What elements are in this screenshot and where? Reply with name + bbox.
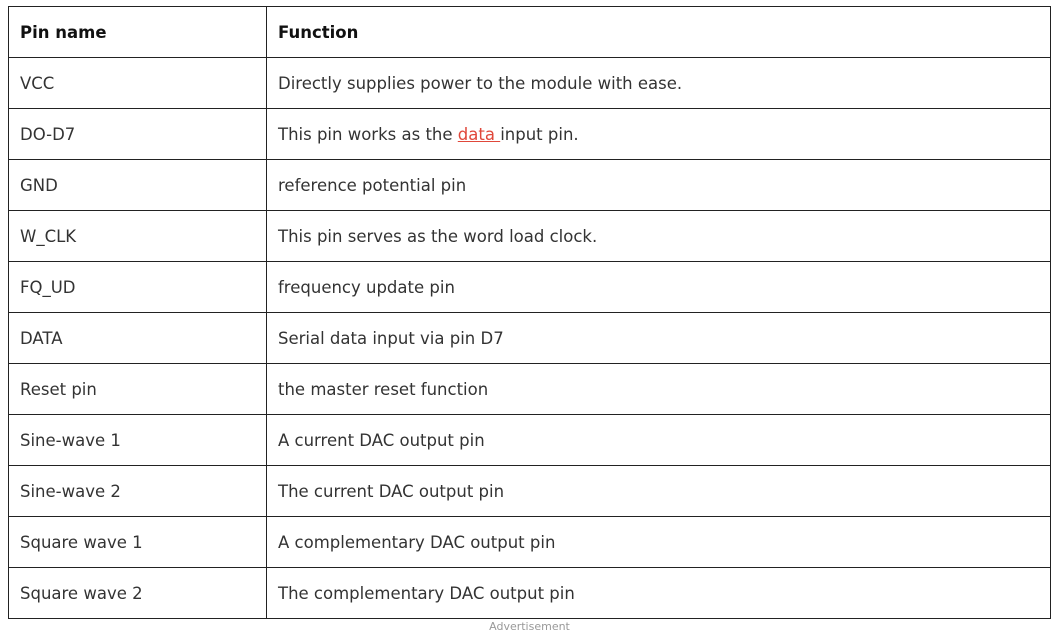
pin-cell: Sine-wave 1 <box>8 414 267 466</box>
data-link[interactable]: data <box>457 124 501 144</box>
function-text: This pin works as the <box>278 124 458 144</box>
function-cell: The current DAC output pin <box>266 465 1051 517</box>
function-cell: The complementary DAC output pin <box>266 567 1051 619</box>
pin-cell: Sine-wave 2 <box>8 465 267 517</box>
pin-cell: GND <box>8 159 267 211</box>
function-cell: the master reset function <box>266 363 1051 415</box>
pin-cell: DO-D7 <box>8 108 267 160</box>
pin-cell: Square wave 2 <box>8 567 267 619</box>
advertisement-label: Advertisement <box>489 620 570 633</box>
function-cell: A complementary DAC output pin <box>266 516 1051 568</box>
pin-cell: DATA <box>8 312 267 364</box>
function-cell: A current DAC output pin <box>266 414 1051 466</box>
function-cell: This pin works as the data input pin. <box>266 108 1051 160</box>
pin-cell: Reset pin <box>8 363 267 415</box>
pin-cell: W_CLK <box>8 210 267 262</box>
pin-cell: Square wave 1 <box>8 516 267 568</box>
function-text: input pin. <box>500 124 579 144</box>
pin-cell: VCC <box>8 57 267 109</box>
header-pin-name: Pin name <box>8 6 267 58</box>
function-cell: Directly supplies power to the module wi… <box>266 57 1051 109</box>
function-cell: Serial data input via pin D7 <box>266 312 1051 364</box>
function-cell: frequency update pin <box>266 261 1051 313</box>
header-function: Function <box>266 6 1051 58</box>
function-cell: This pin serves as the word load clock. <box>266 210 1051 262</box>
pin-cell: FQ_UD <box>8 261 267 313</box>
table-header-row: Pin name Function <box>8 6 1051 58</box>
function-cell: reference potential pin <box>266 159 1051 211</box>
